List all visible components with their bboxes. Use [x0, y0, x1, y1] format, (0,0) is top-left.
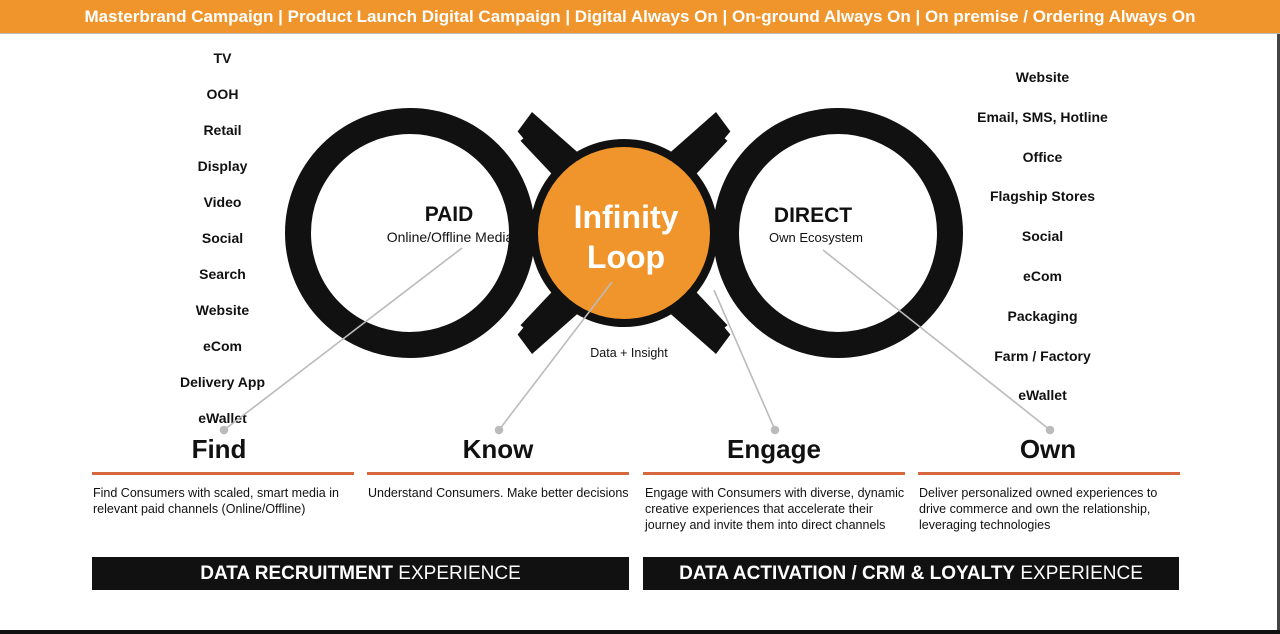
center-circle [538, 147, 710, 319]
bar-bold-text: DATA RECRUITMENT [200, 563, 394, 584]
stage-divider [367, 472, 629, 475]
channel-item: Delivery App [179, 374, 266, 390]
center-title-line2: Loop [587, 239, 665, 275]
channel-item: Video [203, 194, 242, 210]
paid-subtitle: Online/Offline Media [387, 229, 514, 245]
channel-item: eWallet [1018, 387, 1067, 404]
center-title-line1: Infinity [574, 199, 679, 235]
channel-item: Farm / Factory [994, 347, 1091, 364]
ring-gap [500, 118, 524, 144]
stage-divider [92, 472, 354, 475]
stage-divider [918, 472, 1180, 475]
pointer-line-own [822, 249, 1051, 431]
direct-subtitle: Own Ecosystem [769, 230, 863, 245]
bar-rest-text: EXPERIENCE [393, 563, 521, 584]
direct-channel-list: Website Email, SMS, Hotline Office Flags… [960, 67, 1125, 425]
stage-desc-own: Deliver personalized owned experiences t… [919, 486, 1158, 532]
channel-item: Website [1015, 69, 1070, 85]
stage-divider [643, 472, 905, 475]
pointer-dot-find [219, 425, 229, 435]
direct-title: DIRECT [774, 204, 852, 227]
channel-item: OOH [206, 86, 239, 102]
channel-item: Packaging [1007, 307, 1078, 324]
channel-item: Search [199, 266, 246, 282]
channel-item: Email, SMS, Hotline [977, 108, 1108, 125]
channel-item: Retail [203, 122, 242, 138]
stage-desc-find: Find Consumers with scaled, smart media … [93, 486, 339, 516]
stage-title-find: Find [191, 434, 247, 464]
top-banner: Masterbrand Campaign | Product Launch Di… [0, 0, 1280, 33]
stage-title-engage: Engage [727, 434, 821, 464]
channel-item: Display [197, 158, 248, 174]
ring-gap [724, 118, 748, 144]
paid-channel-list: TV OOH Retail Display Video Social Searc… [160, 48, 285, 444]
bar-bold-text: DATA ACTIVATION / CRM & LOYALTY [679, 563, 1016, 584]
stage-desc-know: Understand Consumers. Make better decisi… [368, 486, 629, 500]
pointer-line-engage [713, 289, 776, 431]
pointer-dot-own [1045, 425, 1055, 435]
pointer-line-find [223, 247, 463, 431]
data-recruitment-bar: DATA RECRUITMENT EXPERIENCE [92, 557, 629, 590]
pointer-dot-know [494, 425, 504, 435]
data-insight-label: Data + Insight [590, 346, 668, 360]
direct-ring [713, 108, 963, 358]
channel-item: eCom [1023, 267, 1062, 284]
paid-ring [285, 108, 535, 358]
pointer-line-know [498, 281, 613, 431]
stage-title-know: Know [462, 434, 534, 464]
channel-item: Office [1022, 148, 1063, 165]
ring-gap [500, 322, 524, 348]
channel-item: TV [213, 50, 232, 66]
right-frame-edge [1277, 34, 1280, 630]
banner-divider [0, 33, 1280, 34]
stage-title-own: Own [1019, 434, 1077, 464]
channel-item: Social [1021, 228, 1064, 245]
channel-item: Flagship Stores [989, 188, 1096, 205]
pointer-dot-engage [770, 425, 780, 435]
paid-title: PAID [425, 203, 474, 226]
bottom-frame-edge [0, 630, 1280, 634]
channel-item: Social [201, 230, 244, 246]
stage-desc-engage: Engage with Consumers with diverse, dyna… [645, 486, 905, 532]
channel-item: Website [195, 302, 250, 318]
bar-rest-text: EXPERIENCE [1015, 563, 1143, 584]
channel-item: eCom [203, 338, 242, 354]
data-activation-bar: DATA ACTIVATION / CRM & LOYALTY EXPERIEN… [643, 557, 1179, 590]
